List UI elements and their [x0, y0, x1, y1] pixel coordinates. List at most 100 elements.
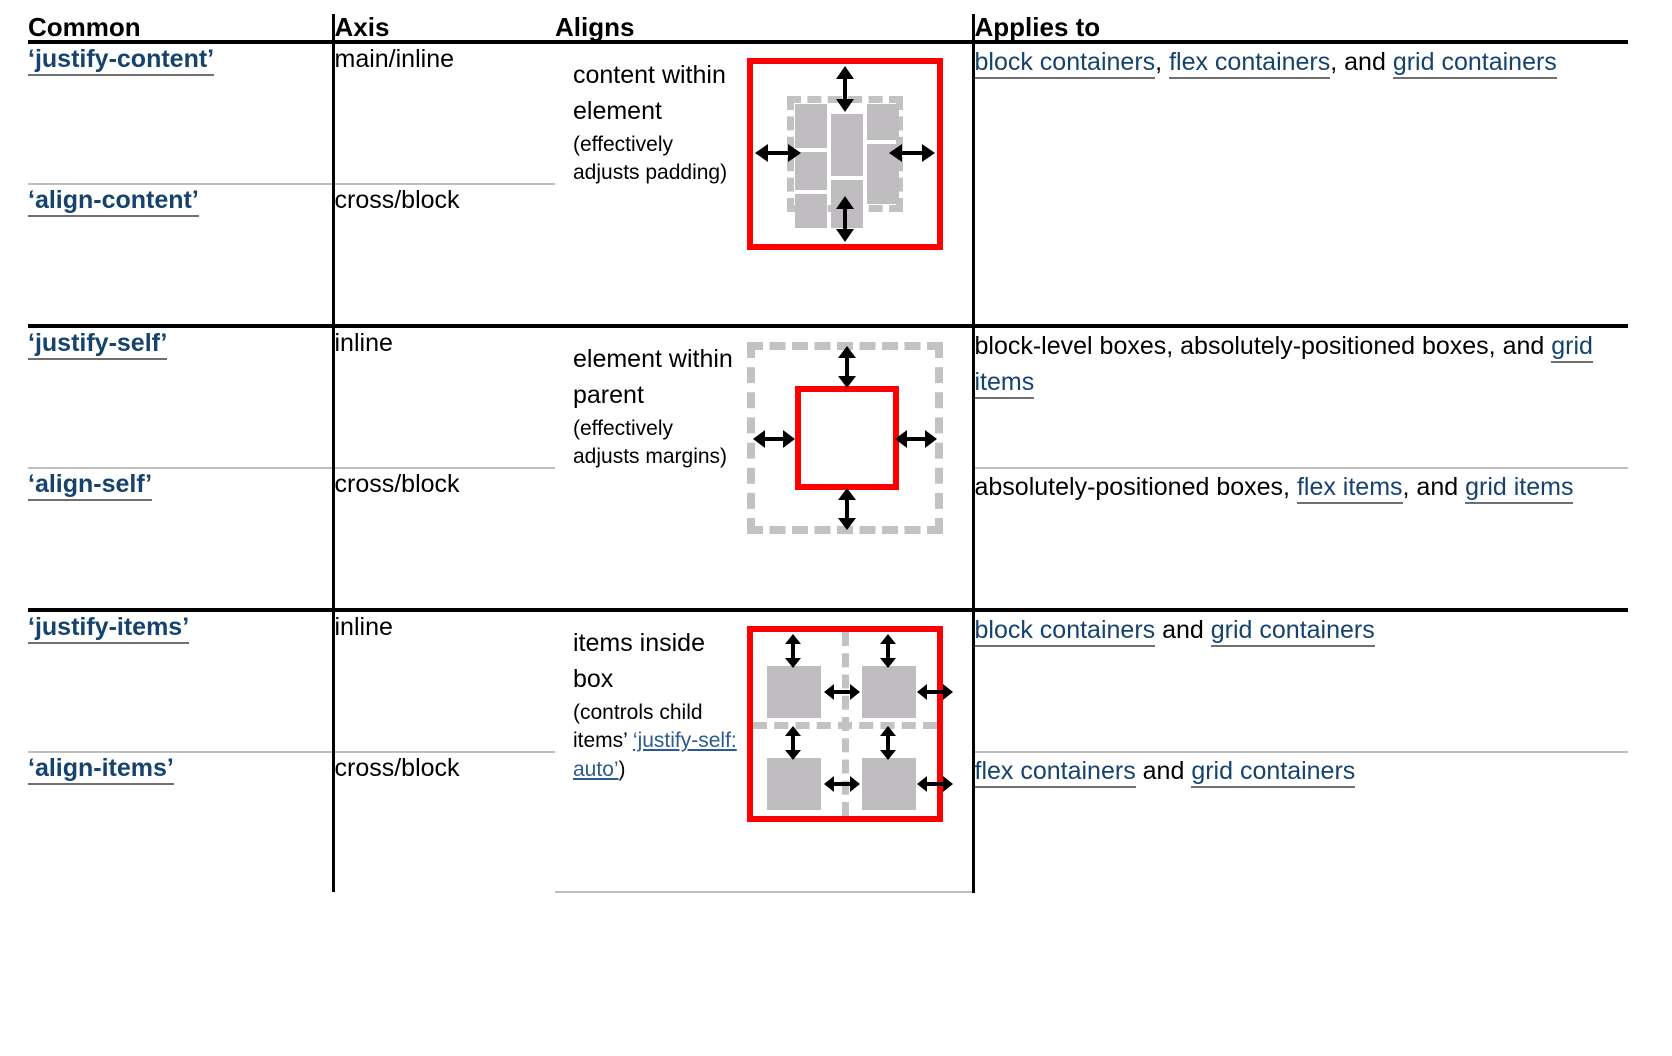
aligns-main-text: items inside box [573, 629, 705, 693]
applies-to-cell-content: block containers, flex containers, and g… [971, 40, 1629, 327]
applies-to-cell-justify-items: block containers and grid containers [971, 608, 1629, 753]
applies-to-text-align-items: flex containers and grid containers [974, 753, 1629, 789]
aligns-description-self: element within parent (effectively adjus… [555, 342, 741, 472]
property-link-align-content[interactable]: ‘align-content’ [28, 186, 199, 217]
applies-sep: , and [1402, 473, 1466, 501]
diagram-justify-align-self [747, 342, 943, 534]
column-header-applies-to: Applies to [971, 14, 1628, 44]
property-link-justify-items[interactable]: ‘justify-items’ [28, 613, 190, 644]
arrow-vertical-icon [834, 66, 856, 112]
arrow-horizontal-icon [755, 142, 801, 164]
aligns-note-text: (controls child items’ ‘justify-self: au… [573, 699, 741, 784]
applies-link-block-containers[interactable]: block containers [974, 48, 1156, 79]
applies-sep: , and [1330, 48, 1393, 76]
property-cell-justify-content: ‘justify-content’ [28, 40, 333, 185]
axis-cell-align-self: cross/block [331, 468, 555, 610]
applies-to-cell-align-self: absolutely-positioned boxes, flex items,… [971, 468, 1629, 610]
header-row: Common Axis Aligns Applies to [28, 14, 1628, 44]
applies-link-grid-items[interactable]: grid items [1465, 473, 1574, 504]
arrow-horizontal-icon [917, 774, 953, 794]
diagram-wrap-items [741, 626, 972, 822]
diagram-item [767, 758, 821, 810]
applies-sep: and [1155, 616, 1211, 644]
column-header-common: Common [28, 14, 333, 44]
property-cell-align-content: ‘align-content’ [28, 184, 333, 326]
diagram-item [767, 666, 821, 718]
diagram-item [831, 114, 863, 176]
table-row: ‘align-content’ cross/block [28, 184, 1628, 326]
property-link-align-items[interactable]: ‘align-items’ [28, 754, 174, 785]
table-row: ‘align-self’ cross/block absolutely-posi… [28, 468, 1628, 610]
applies-to-text-justify-items: block containers and grid containers [974, 612, 1629, 648]
axis-cell-justify-content: main/inline [331, 40, 555, 185]
property-cell-justify-items: ‘justify-items’ [28, 608, 333, 753]
arrow-vertical-icon [836, 488, 858, 530]
aligns-description-items: items inside box (controls child items’ … [555, 626, 741, 784]
diagram-item [795, 194, 827, 228]
aligns-note-prefix: (controls child items’ [573, 701, 703, 753]
applies-link-block-containers[interactable]: block containers [974, 616, 1156, 647]
arrow-horizontal-icon [895, 428, 937, 450]
table-header: Common Axis Aligns Applies to [28, 14, 1628, 44]
applies-link-grid-containers[interactable]: grid containers [1392, 48, 1557, 79]
table-row: ‘justify-content’ main/inline content wi… [28, 40, 1628, 327]
table-body: ‘justify-content’ main/inline content wi… [28, 40, 1629, 893]
applies-static-text: block-level boxes, absolutely-positioned… [974, 332, 1552, 360]
axis-cell-justify-self: inline [331, 324, 555, 469]
diagram-justify-align-content [747, 58, 943, 250]
column-header-axis: Axis [331, 14, 555, 44]
applies-link-flex-containers[interactable]: flex containers [1169, 48, 1331, 79]
aligns-note-link-justify-self-auto[interactable]: ‘justify-self: auto’ [573, 729, 737, 781]
property-cell-align-self: ‘align-self’ [28, 468, 333, 610]
arrow-vertical-icon [836, 346, 858, 388]
aligns-main-text: content within element [573, 61, 726, 125]
table-row: ‘align-items’ cross/block flex container… [28, 752, 1628, 892]
aligns-main-text: element within parent [573, 345, 733, 409]
arrow-vertical-icon [783, 726, 803, 760]
arrow-vertical-icon [878, 726, 898, 760]
applies-to-text-align-self: absolutely-positioned boxes, flex items,… [975, 469, 1629, 505]
applies-to-cell-justify-self: block-level boxes, absolutely-positioned… [971, 324, 1629, 469]
diagram-wrap-content [741, 58, 972, 250]
arrow-horizontal-icon [917, 682, 953, 702]
applies-sep: and [1135, 757, 1192, 785]
arrow-vertical-icon [834, 196, 856, 242]
diagram-wrap-self [741, 342, 972, 534]
aligns-cell-items: items inside box (controls child items’ … [555, 608, 973, 893]
arrow-horizontal-icon [753, 428, 795, 450]
property-link-justify-content[interactable]: ‘justify-content’ [28, 45, 215, 76]
aligns-note-text: (effectively adjusts margins) [573, 417, 728, 469]
diagram-item [867, 104, 899, 140]
applies-link-grid-containers[interactable]: grid containers [1210, 616, 1375, 647]
applies-to-text-content: block containers, flex containers, and g… [974, 44, 1629, 80]
applies-to-cell-align-items: flex containers and grid containers [971, 752, 1629, 892]
diagram-item [862, 666, 916, 718]
arrow-vertical-icon [878, 634, 898, 668]
aligns-note-text: (effectively adjusts padding) [573, 133, 728, 185]
applies-to-text-justify-self: block-level boxes, absolutely-positioned… [974, 328, 1629, 401]
alignment-properties-table: Common Axis Aligns Applies to ‘justify-c… [28, 14, 1628, 893]
applies-sep: , [1155, 48, 1170, 76]
applies-link-grid-containers[interactable]: grid containers [1191, 757, 1356, 788]
property-link-justify-self[interactable]: ‘justify-self’ [28, 329, 168, 360]
column-header-aligns: Aligns [555, 14, 973, 44]
axis-cell-align-content: cross/block [331, 184, 555, 326]
arrow-vertical-icon [783, 634, 803, 668]
applies-link-flex-containers[interactable]: flex containers [974, 757, 1136, 788]
aligns-note-suffix: ) [618, 757, 626, 781]
arrow-horizontal-icon [824, 774, 860, 794]
diagram-item [795, 152, 827, 190]
axis-cell-align-items: cross/block [331, 752, 555, 892]
applies-link-grid-items[interactable]: grid items [974, 332, 1593, 400]
aligns-description-content: content within element (effectively adju… [555, 58, 741, 188]
arrow-horizontal-icon [824, 682, 860, 702]
property-cell-justify-self: ‘justify-self’ [28, 324, 333, 469]
diagram-item [862, 758, 916, 810]
diagram-item [795, 104, 827, 148]
table-row: ‘justify-items’ inline items inside box … [28, 608, 1629, 893]
property-link-align-self[interactable]: ‘align-self’ [28, 470, 153, 501]
diagram-justify-align-items [747, 626, 953, 822]
applies-link-flex-items[interactable]: flex items [1296, 473, 1403, 504]
arrow-horizontal-icon [889, 142, 935, 164]
